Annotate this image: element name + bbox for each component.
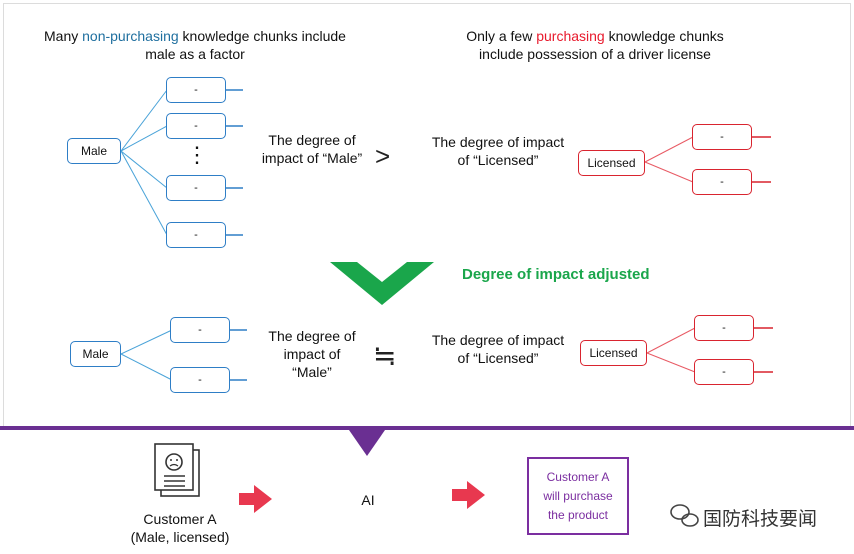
customer-caption: Customer A (Male, licensed) [118,510,242,546]
degree-male-text: The degree of impact of “Male” [256,131,368,167]
arrow-right-icon [239,481,485,513]
licensed-node: Licensed [580,340,647,366]
licensed-node: Licensed [578,150,645,176]
text-line: Customer A [546,469,610,484]
heading-text: Only a few [466,28,537,44]
chunk-node: - [170,317,230,343]
vertical-ellipsis: ⋮ [186,142,208,167]
watermark-text: 国防科技要闻 [703,508,818,530]
chunk-node: - [166,175,226,201]
chunk-node: - [166,222,226,248]
text-line: the product [547,507,609,522]
male-node: Male [67,138,121,164]
text-line: will purchase [543,488,613,503]
text-line: (Male, licensed) [130,529,230,545]
degree-licensed-text-2: The degree of impact of “Licensed” [424,331,572,367]
chunk-node: - [166,113,226,139]
text-line: “Male” [292,364,332,380]
text-line: The degree of [268,132,356,148]
highlight-non-purchasing: non-purchasing [82,28,179,44]
chunk-node: - [694,359,754,385]
approx-equal-symbol: ≒ [373,340,397,371]
chevron-down-icon [330,262,434,305]
chunk-node: - [170,367,230,393]
adjusted-label: Degree of impact adjusted [462,266,650,283]
text-line: impact of [283,346,341,362]
text-line: of “Licensed” [457,350,539,366]
text-line: The degree of impact [431,332,565,348]
heading-purchasing-line2: include possession of a driver license [479,46,711,62]
heading-non-purchasing-line2: male as a factor [145,46,245,62]
degree-licensed-text: The degree of impact of “Licensed” [424,133,572,169]
text-line: impact of “Male” [261,150,363,166]
customer-profile-icon [154,443,200,497]
greater-than-symbol: > [375,141,391,171]
wechat-logo-icon [670,504,699,527]
heading-text: Many [44,28,83,44]
male-node: Male [70,341,121,367]
chunk-node: - [166,77,226,103]
heading-non-purchasing: Many non-purchasing knowledge chunks inc… [30,27,360,45]
text-line: The degree of [268,328,356,344]
heading-text: knowledge chunks include [178,28,346,44]
triangle-down-icon [349,430,385,456]
chunk-node: - [694,315,754,341]
chunk-node: - [692,124,752,150]
heading-text: knowledge chunks [604,28,724,44]
text-line: The degree of impact [431,134,565,150]
highlight-purchasing: purchasing [536,28,605,44]
upper-panel [3,3,851,427]
text-line: Customer A [143,511,217,527]
text-line: of “Licensed” [457,152,539,168]
degree-male-text-2: The degree of impact of “Male” [258,327,366,381]
ai-label: AI [361,492,375,508]
chunk-node: - [692,169,752,195]
heading-purchasing: Only a few purchasing knowledge chunks [430,27,760,45]
result-box: Customer A will purchase the product [527,457,629,535]
